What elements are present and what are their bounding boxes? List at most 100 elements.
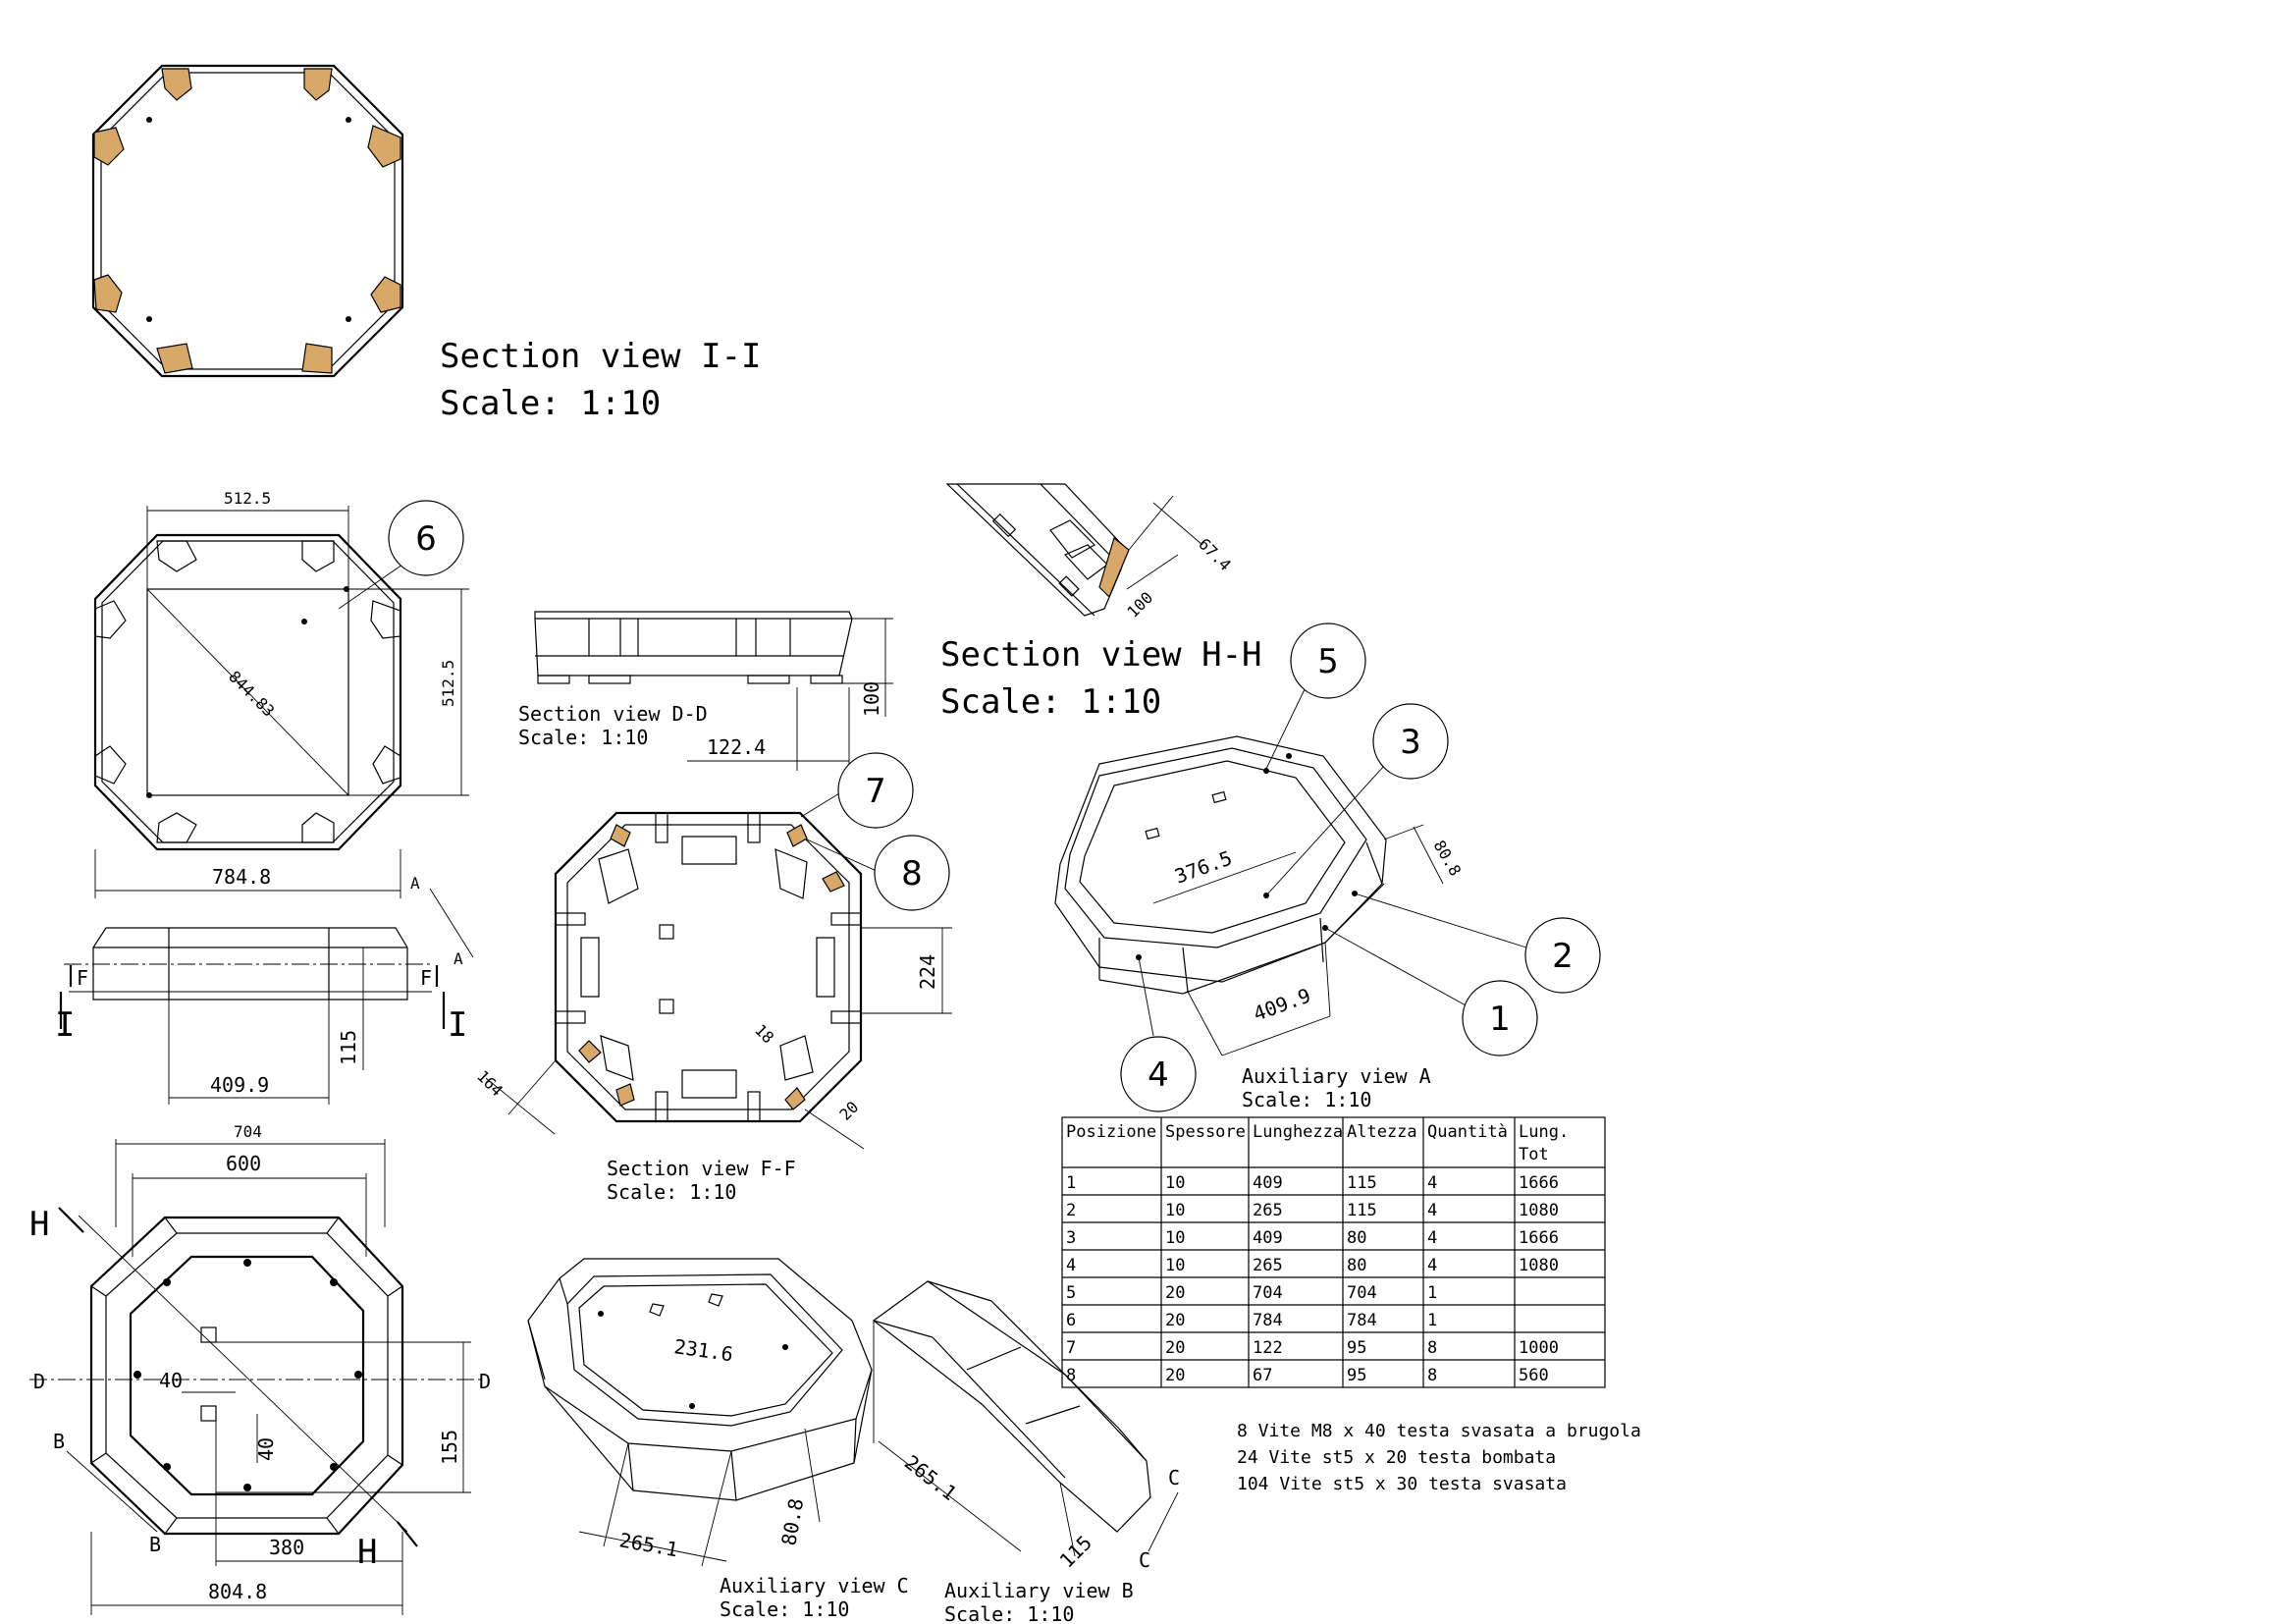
bom-cell-altezza: 704 (1347, 1283, 1377, 1303)
bom-cell-lunghezza: 784 (1253, 1311, 1283, 1330)
section-letter-h-bottom: H (357, 1533, 377, 1572)
bom-header-lunghezza: Lunghezza (1253, 1122, 1343, 1142)
view-letter-a-bottom: A (454, 949, 463, 968)
bom-cell-posizione: 1 (1066, 1173, 1076, 1193)
aux-a-title: Auxiliary view A (1242, 1064, 1431, 1088)
dim-bottom-155: 155 (438, 1430, 461, 1465)
auxiliary-view-a (1054, 735, 1387, 995)
bom-cell-posizione: 3 (1066, 1228, 1076, 1248)
bom-cell-posizione: 6 (1066, 1311, 1076, 1330)
dim-aux-c-depth: 80.8 (776, 1496, 808, 1547)
dim-aux-b-height: 115 (1055, 1531, 1097, 1573)
aux-c-scale: Scale: 1:10 (720, 1597, 849, 1621)
balloon-1-leader (1324, 927, 1468, 1007)
bom-cell-spessore: 20 (1165, 1311, 1185, 1330)
dim-bottom-704: 704 (234, 1122, 262, 1141)
hh-dim-line-a (1152, 502, 1203, 546)
balloon-5-label: 5 (1317, 642, 1339, 681)
bom-cell-lunghezza: 409 (1253, 1228, 1283, 1248)
aux-b-ext-2 (1059, 1482, 1076, 1557)
bom-cell-altezza: 95 (1347, 1338, 1366, 1358)
balloon-4-leader (1138, 956, 1154, 1037)
balloon-1 (1462, 980, 1538, 1056)
bom-cell-spessore: 10 (1165, 1256, 1185, 1275)
section-i-title: Section view I-I (440, 337, 762, 376)
dim-diagonal: 844.83 (225, 667, 278, 720)
bom-cell-lunghezza: 704 (1253, 1283, 1283, 1303)
bom-cell-altezza: 95 (1347, 1366, 1366, 1385)
bom-cell-quantita: 4 (1427, 1173, 1437, 1193)
bom-cell-posizione: 5 (1066, 1283, 1076, 1303)
bom-cell-spessore: 20 (1165, 1283, 1185, 1303)
dim-bottom-804: 804.8 (208, 1580, 267, 1603)
section-letter-h-top: H (29, 1205, 49, 1244)
screw-note-3: 104 Vite st5 x 30 testa svasata (1237, 1474, 1567, 1494)
bom-header-lung: Lung. (1519, 1122, 1569, 1142)
view-c-arrow (1148, 1491, 1179, 1552)
bom-cell-altezza: 115 (1347, 1173, 1377, 1193)
bom-cell-spessore: 20 (1165, 1338, 1185, 1358)
view-letter-b-bottom: B (149, 1533, 161, 1556)
section-view-i-octagon (91, 64, 404, 378)
bom-cell-altezza: 784 (1347, 1311, 1377, 1330)
view-b-arrow (66, 1450, 158, 1533)
balloon-7-label: 7 (865, 772, 886, 811)
dim-ff-18: 18 (751, 1020, 777, 1047)
section-letter-f-right: F (420, 966, 432, 990)
balloon-8-label: 8 (901, 854, 923, 893)
dim-line-ff-164 (485, 1077, 556, 1135)
bom-cell-posizione: 4 (1066, 1256, 1076, 1275)
bom-cell-spessore: 10 (1165, 1173, 1185, 1193)
dim-bottom-600: 600 (226, 1152, 261, 1175)
bom-cell-spessore: 10 (1165, 1201, 1185, 1220)
balloon-7 (837, 752, 914, 829)
bom-cell-quantita: 8 (1427, 1338, 1437, 1358)
aux-a-scale: Scale: 1:10 (1242, 1088, 1371, 1111)
dim-dd-height: 100 (860, 681, 883, 717)
aux-a-ext-2 (1324, 942, 1331, 1017)
dim-line-aux-a-inner (1152, 851, 1297, 904)
section-i-scale: Scale: 1:10 (440, 384, 661, 423)
view-letter-c-bottom: C (1139, 1548, 1150, 1572)
bom-cell-quantita: 1 (1427, 1311, 1437, 1330)
bom-cell-posizione: 7 (1066, 1338, 1076, 1358)
screw-note-1: 8 Vite M8 x 40 testa svasata a brugola (1237, 1421, 1641, 1441)
bom-cell-lung-tot: 1666 (1519, 1228, 1559, 1248)
dim-aux-c-inner: 231.6 (672, 1334, 734, 1366)
front-view (64, 927, 432, 1001)
balloon-2 (1524, 917, 1601, 994)
dim-aux-a-inner: 376.5 (1172, 846, 1236, 889)
section-marker-h-top (58, 1207, 84, 1233)
bom-cell-altezza: 115 (1347, 1201, 1377, 1220)
view-letter-c-top: C (1168, 1466, 1180, 1489)
bom-cell-quantita: 4 (1427, 1228, 1437, 1248)
dim-front-height: 115 (337, 1030, 360, 1065)
bom-header-quantita: Quantità (1427, 1122, 1508, 1142)
bom-cell-lung-tot: 1080 (1519, 1201, 1559, 1220)
bom-cell-lunghezza: 122 (1253, 1338, 1283, 1358)
bom-header-tot: Tot (1519, 1145, 1549, 1164)
dim-aux-b-side: 265.1 (900, 1450, 961, 1505)
section-letter-d-right: D (479, 1370, 491, 1393)
bom-cell-spessore: 10 (1165, 1228, 1185, 1248)
bom-cell-altezza: 80 (1347, 1228, 1366, 1248)
ff-ext-164 (507, 1059, 557, 1115)
dim-ff-224: 224 (916, 954, 939, 990)
balloon-2-label: 2 (1552, 937, 1574, 976)
bom-header-spessore: Spessore (1165, 1122, 1246, 1142)
section-letter-i-right: I (448, 1005, 467, 1045)
section-marker-h-bottom (397, 1521, 418, 1547)
dim-overall-width: 784.8 (212, 865, 271, 889)
dim-line-ff-20 (804, 1109, 865, 1150)
section-letter-f-left: F (77, 966, 88, 990)
balloon-6-leader (338, 564, 403, 610)
bom-cell-posizione: 8 (1066, 1366, 1076, 1385)
dim-dd-offset: 122.4 (707, 735, 766, 759)
balloon-8 (874, 835, 950, 911)
section-letter-d-left: D (33, 1370, 45, 1393)
auxiliary-view-b (872, 1280, 1151, 1533)
dim-line-aux-a-depth (1413, 826, 1444, 885)
bom-cell-lunghezza: 67 (1253, 1366, 1272, 1385)
bom-cell-lunghezza: 409 (1253, 1173, 1283, 1193)
